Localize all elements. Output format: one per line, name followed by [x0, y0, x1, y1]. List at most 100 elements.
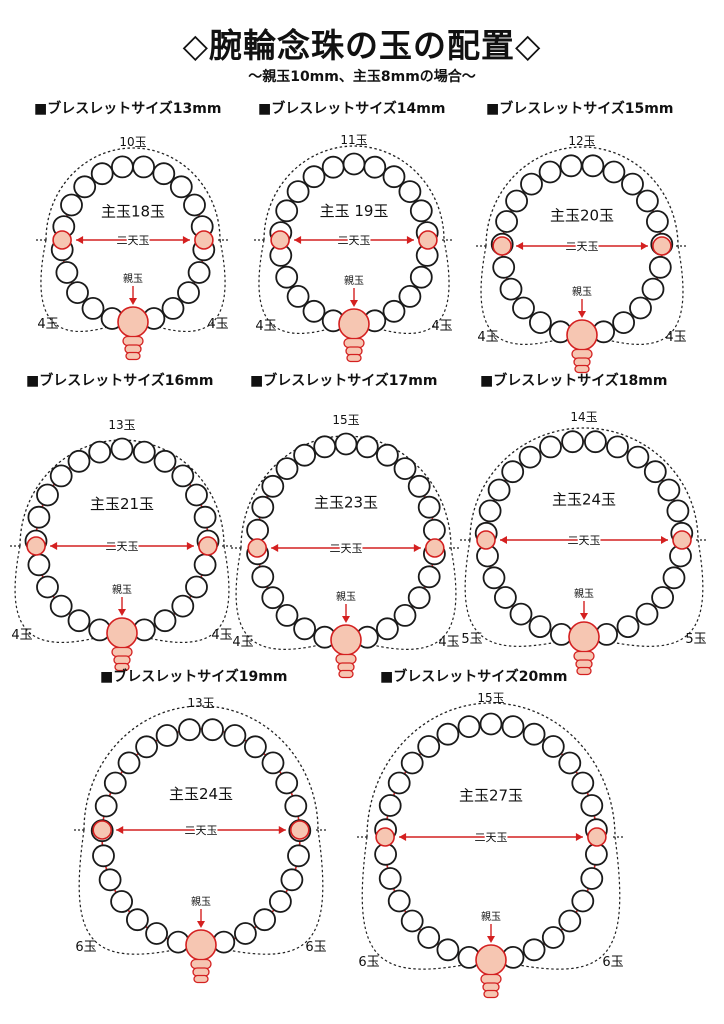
main-bead	[378, 867, 402, 890]
top-bead-count-arc	[366, 702, 616, 838]
twin-bead-label: 二天玉	[568, 534, 601, 547]
main-bead	[90, 162, 114, 186]
left-twin-bead	[26, 536, 46, 556]
main-bead	[287, 844, 310, 868]
main-bead	[417, 495, 441, 519]
twin-bead-label: 二天玉	[330, 542, 363, 555]
arrowhead-left-icon	[399, 833, 407, 841]
right-side-count-label: 4玉	[438, 635, 459, 650]
right-lower-count-arc	[512, 836, 621, 970]
main-bead	[275, 199, 299, 223]
main-bead	[275, 771, 299, 795]
arrowhead-right-icon	[575, 833, 583, 841]
left-side-count-label: 6玉	[358, 955, 379, 970]
main-bead	[499, 277, 523, 301]
twin-bead-label: 二天玉	[117, 234, 150, 247]
top-bead-count-label: 13玉	[187, 696, 214, 710]
top-bead-count-label: 10玉	[119, 135, 146, 149]
main-bead	[493, 586, 517, 609]
main-bead	[518, 445, 542, 469]
right-twin-bead	[198, 536, 218, 556]
main-bead	[512, 296, 535, 320]
main-bead	[641, 277, 665, 301]
left-twin-bead	[92, 820, 112, 840]
main-bead	[382, 299, 406, 323]
arrowhead-right-icon	[186, 542, 194, 550]
right-side-count-label: 6玉	[602, 955, 623, 970]
oya-bead-label: 親玉	[344, 274, 364, 287]
main-bead	[417, 565, 441, 589]
right-lower-count-arc	[605, 539, 704, 647]
main-bead	[55, 261, 79, 284]
arrowhead-left-icon	[116, 826, 124, 834]
main-bead	[275, 603, 299, 627]
tassel-bead	[573, 357, 591, 367]
twin-bead-label: 二天玉	[566, 240, 599, 253]
main-bead	[223, 724, 247, 747]
main-bead	[66, 281, 89, 305]
main-bead	[522, 722, 546, 746]
oya-bead-label: 親玉	[481, 910, 501, 923]
left-twin-bead	[375, 827, 395, 847]
main-bead	[407, 586, 431, 610]
main-bead	[286, 284, 310, 308]
main-bead	[27, 553, 51, 577]
left-lower-count-arc	[464, 539, 563, 647]
main-bead	[178, 718, 201, 742]
oya-bead-label: 親玉	[123, 272, 143, 285]
main-bead	[501, 460, 525, 484]
top-bead-count-label: 15玉	[332, 413, 359, 427]
left-side-count-label: 4玉	[37, 317, 58, 332]
main-bead	[88, 440, 112, 464]
main-bead-count-label: 主玉24玉	[169, 785, 233, 803]
main-bead	[584, 842, 608, 866]
arrowhead-left-icon	[76, 236, 84, 244]
main-bead	[612, 311, 636, 335]
tassel-bead	[346, 353, 362, 363]
main-bead	[193, 553, 217, 577]
right-side-count-label: 4玉	[431, 319, 452, 334]
main-bead	[422, 518, 446, 542]
main-bead	[407, 474, 431, 498]
tassel-bead	[576, 666, 592, 676]
main-bead	[651, 586, 675, 609]
main-bead	[520, 172, 543, 196]
left-side-count-label: 4玉	[255, 319, 276, 334]
main-bead	[400, 751, 424, 775]
right-twin-bead	[418, 230, 438, 250]
main-bead	[132, 440, 156, 464]
main-bead	[398, 180, 422, 203]
main-bead	[581, 154, 605, 178]
main-bead	[374, 842, 397, 866]
right-side-count-label: 4玉	[665, 330, 686, 345]
main-bead	[558, 751, 582, 775]
main-bead	[161, 296, 185, 320]
main-bead	[417, 735, 441, 758]
tassel-bead	[482, 982, 500, 992]
main-bead	[355, 435, 379, 459]
left-lower-count-arc	[40, 239, 112, 333]
diagram-heading: ■ブレスレットサイズ15mm	[486, 101, 674, 117]
main-bead	[375, 617, 399, 641]
main-bead	[243, 735, 267, 759]
tassel-bead	[193, 974, 209, 984]
left-side-count-label: 4玉	[477, 330, 498, 345]
main-bead	[580, 867, 604, 890]
right-side-count-label: 5玉	[685, 632, 706, 647]
diagram-heading: ■ブレスレットサイズ17mm	[250, 373, 438, 389]
oya-bead-label: 親玉	[112, 583, 132, 596]
right-twin-bead	[587, 827, 607, 847]
oya-bead	[106, 617, 138, 649]
main-bead	[400, 909, 424, 933]
diagram-heading: ■ブレスレットサイズ20mm	[380, 669, 568, 685]
main-bead-count-label: 主玉21玉	[90, 495, 154, 513]
tassel-bead	[480, 973, 502, 985]
right-twin-bead	[652, 236, 672, 256]
